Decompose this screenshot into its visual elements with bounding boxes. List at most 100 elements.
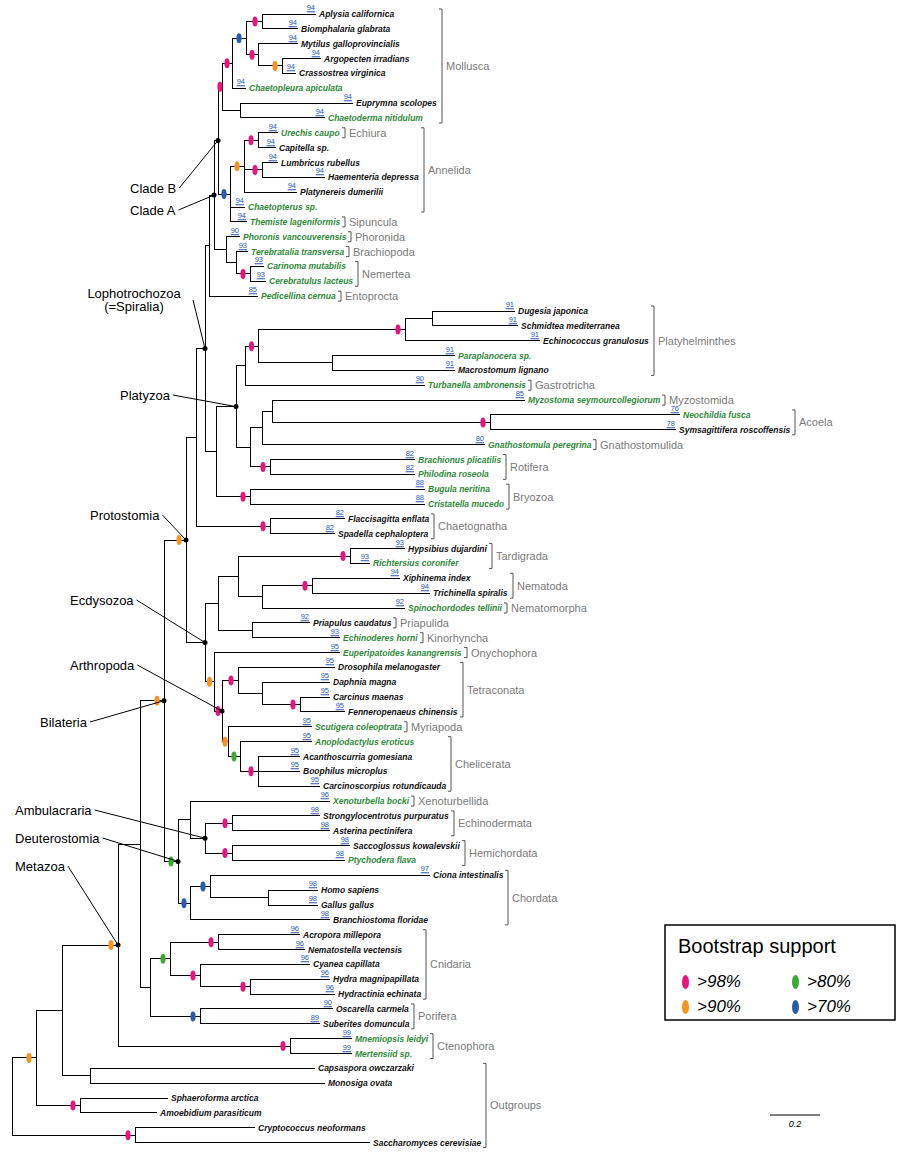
branch [90, 1068, 315, 1069]
branch [164, 540, 186, 541]
taxon-name: Terebratalia transversa [251, 247, 344, 256]
bootstrap-marker [272, 61, 277, 71]
group-bracket [421, 128, 424, 212]
branch [258, 786, 320, 787]
branch [214, 652, 340, 653]
branch [250, 266, 264, 267]
branch [258, 65, 282, 66]
taxon-name: Cyanea capillata [313, 960, 380, 969]
branch [190, 886, 210, 887]
branch [262, 608, 405, 609]
branch [218, 630, 252, 631]
branch [238, 556, 239, 597]
bootstrap-value: 96 [291, 925, 299, 933]
bootstrap-value: 96 [326, 984, 334, 992]
bootstrap-value: 98 [321, 821, 329, 829]
bootstrap-marker [340, 551, 345, 561]
group-name: Nematoda [517, 580, 568, 591]
bootstrap-value: 98 [311, 806, 319, 814]
branch [300, 697, 301, 712]
branch [135, 1127, 255, 1128]
taxon-name: Chaetopleura apiculata [249, 84, 343, 93]
group-bracket [505, 870, 508, 925]
branch [12, 1057, 36, 1058]
group-name: Tardigrada [496, 551, 548, 562]
taxon-name: Argopecten irradians [324, 54, 410, 63]
group-name: Kinorhyncha [427, 632, 488, 643]
group-name: Porifera [418, 1011, 457, 1022]
branch [210, 875, 211, 897]
taxon-name: Mertensiid sp. [355, 1049, 412, 1058]
bootstrap-value: 93 [255, 257, 263, 265]
branch [282, 59, 283, 74]
taxon-name: Euprymna scolopes [356, 99, 437, 108]
bootstrap-value: 98 [309, 880, 317, 888]
branch [258, 329, 405, 330]
group-bracket [503, 455, 506, 480]
bootstrap-value: 94 [307, 4, 315, 12]
group-name: Sipuncula [349, 216, 397, 227]
branch [405, 318, 432, 319]
bootstrap-marker [154, 696, 159, 706]
branch [290, 1039, 291, 1054]
bootstrap-marker [224, 58, 229, 68]
bootstrap-value: 82 [406, 450, 414, 458]
bootstrap-value: 94 [269, 153, 277, 161]
bootstrap-value: 96 [321, 970, 329, 978]
bootstrap-value: 93 [396, 539, 404, 547]
branch [262, 411, 272, 412]
branch [205, 451, 216, 452]
bootstrap-marker [168, 856, 173, 866]
branch [262, 163, 263, 178]
taxon-name: Capitella sp. [279, 143, 329, 152]
bootstrap-marker [190, 971, 195, 981]
bootstrap-value: 94 [236, 197, 244, 205]
taxon-name: Suberites domuncula [323, 1020, 409, 1029]
bootstrap-value: 93 [257, 272, 265, 280]
clade-name: Protostomia [90, 509, 159, 522]
branch [236, 365, 245, 366]
bootstrap-marker [252, 16, 257, 26]
bootstrap-value: 82 [406, 465, 414, 473]
taxon-name: Hypsibius dujardini [408, 544, 487, 553]
legend-item: >80% [792, 973, 851, 990]
branch [170, 942, 171, 975]
group-name: Nemertea [362, 268, 410, 279]
taxon-name: Mnemiopsis leidyi [355, 1034, 428, 1043]
taxon-name: Phoronis vancouverensis [243, 233, 346, 242]
branch [258, 132, 278, 133]
taxon-name: Paraplanocera sp. [458, 351, 531, 360]
taxon-name: Amoebidium parasiticum [160, 1109, 262, 1118]
clade-node-dot [220, 709, 225, 714]
legend-label: >70% [807, 998, 851, 1015]
clade-leader [179, 140, 218, 188]
branch [36, 1010, 62, 1011]
branch [218, 934, 300, 935]
branch [228, 726, 312, 727]
group-name: Onychophora [471, 647, 537, 658]
taxon-name: Hydractinia echinata [338, 990, 421, 999]
taxon-name: Crassostrea virginica [299, 69, 385, 78]
branch [258, 756, 300, 757]
bootstrap-marker [207, 677, 212, 687]
branch [246, 21, 247, 54]
branch [252, 622, 310, 623]
legend-box [665, 925, 895, 1020]
branch [200, 1023, 320, 1024]
bootstrap-value: 90 [324, 999, 332, 1007]
group-bracket [448, 737, 451, 792]
group-name: Cnidaria [430, 959, 471, 970]
bootstrap-value: 94 [288, 182, 296, 190]
branch [186, 437, 196, 438]
branch [238, 596, 262, 597]
group-bracket [792, 410, 795, 435]
branch [250, 281, 266, 282]
bootstrap-value: 92 [301, 613, 309, 621]
branch [332, 370, 455, 371]
branch [196, 349, 197, 527]
branch [258, 771, 300, 772]
branch [262, 28, 298, 29]
branch [210, 875, 430, 876]
taxon-name: Bugula neritina [428, 485, 490, 494]
bootstrap-value: 98 [309, 895, 317, 903]
